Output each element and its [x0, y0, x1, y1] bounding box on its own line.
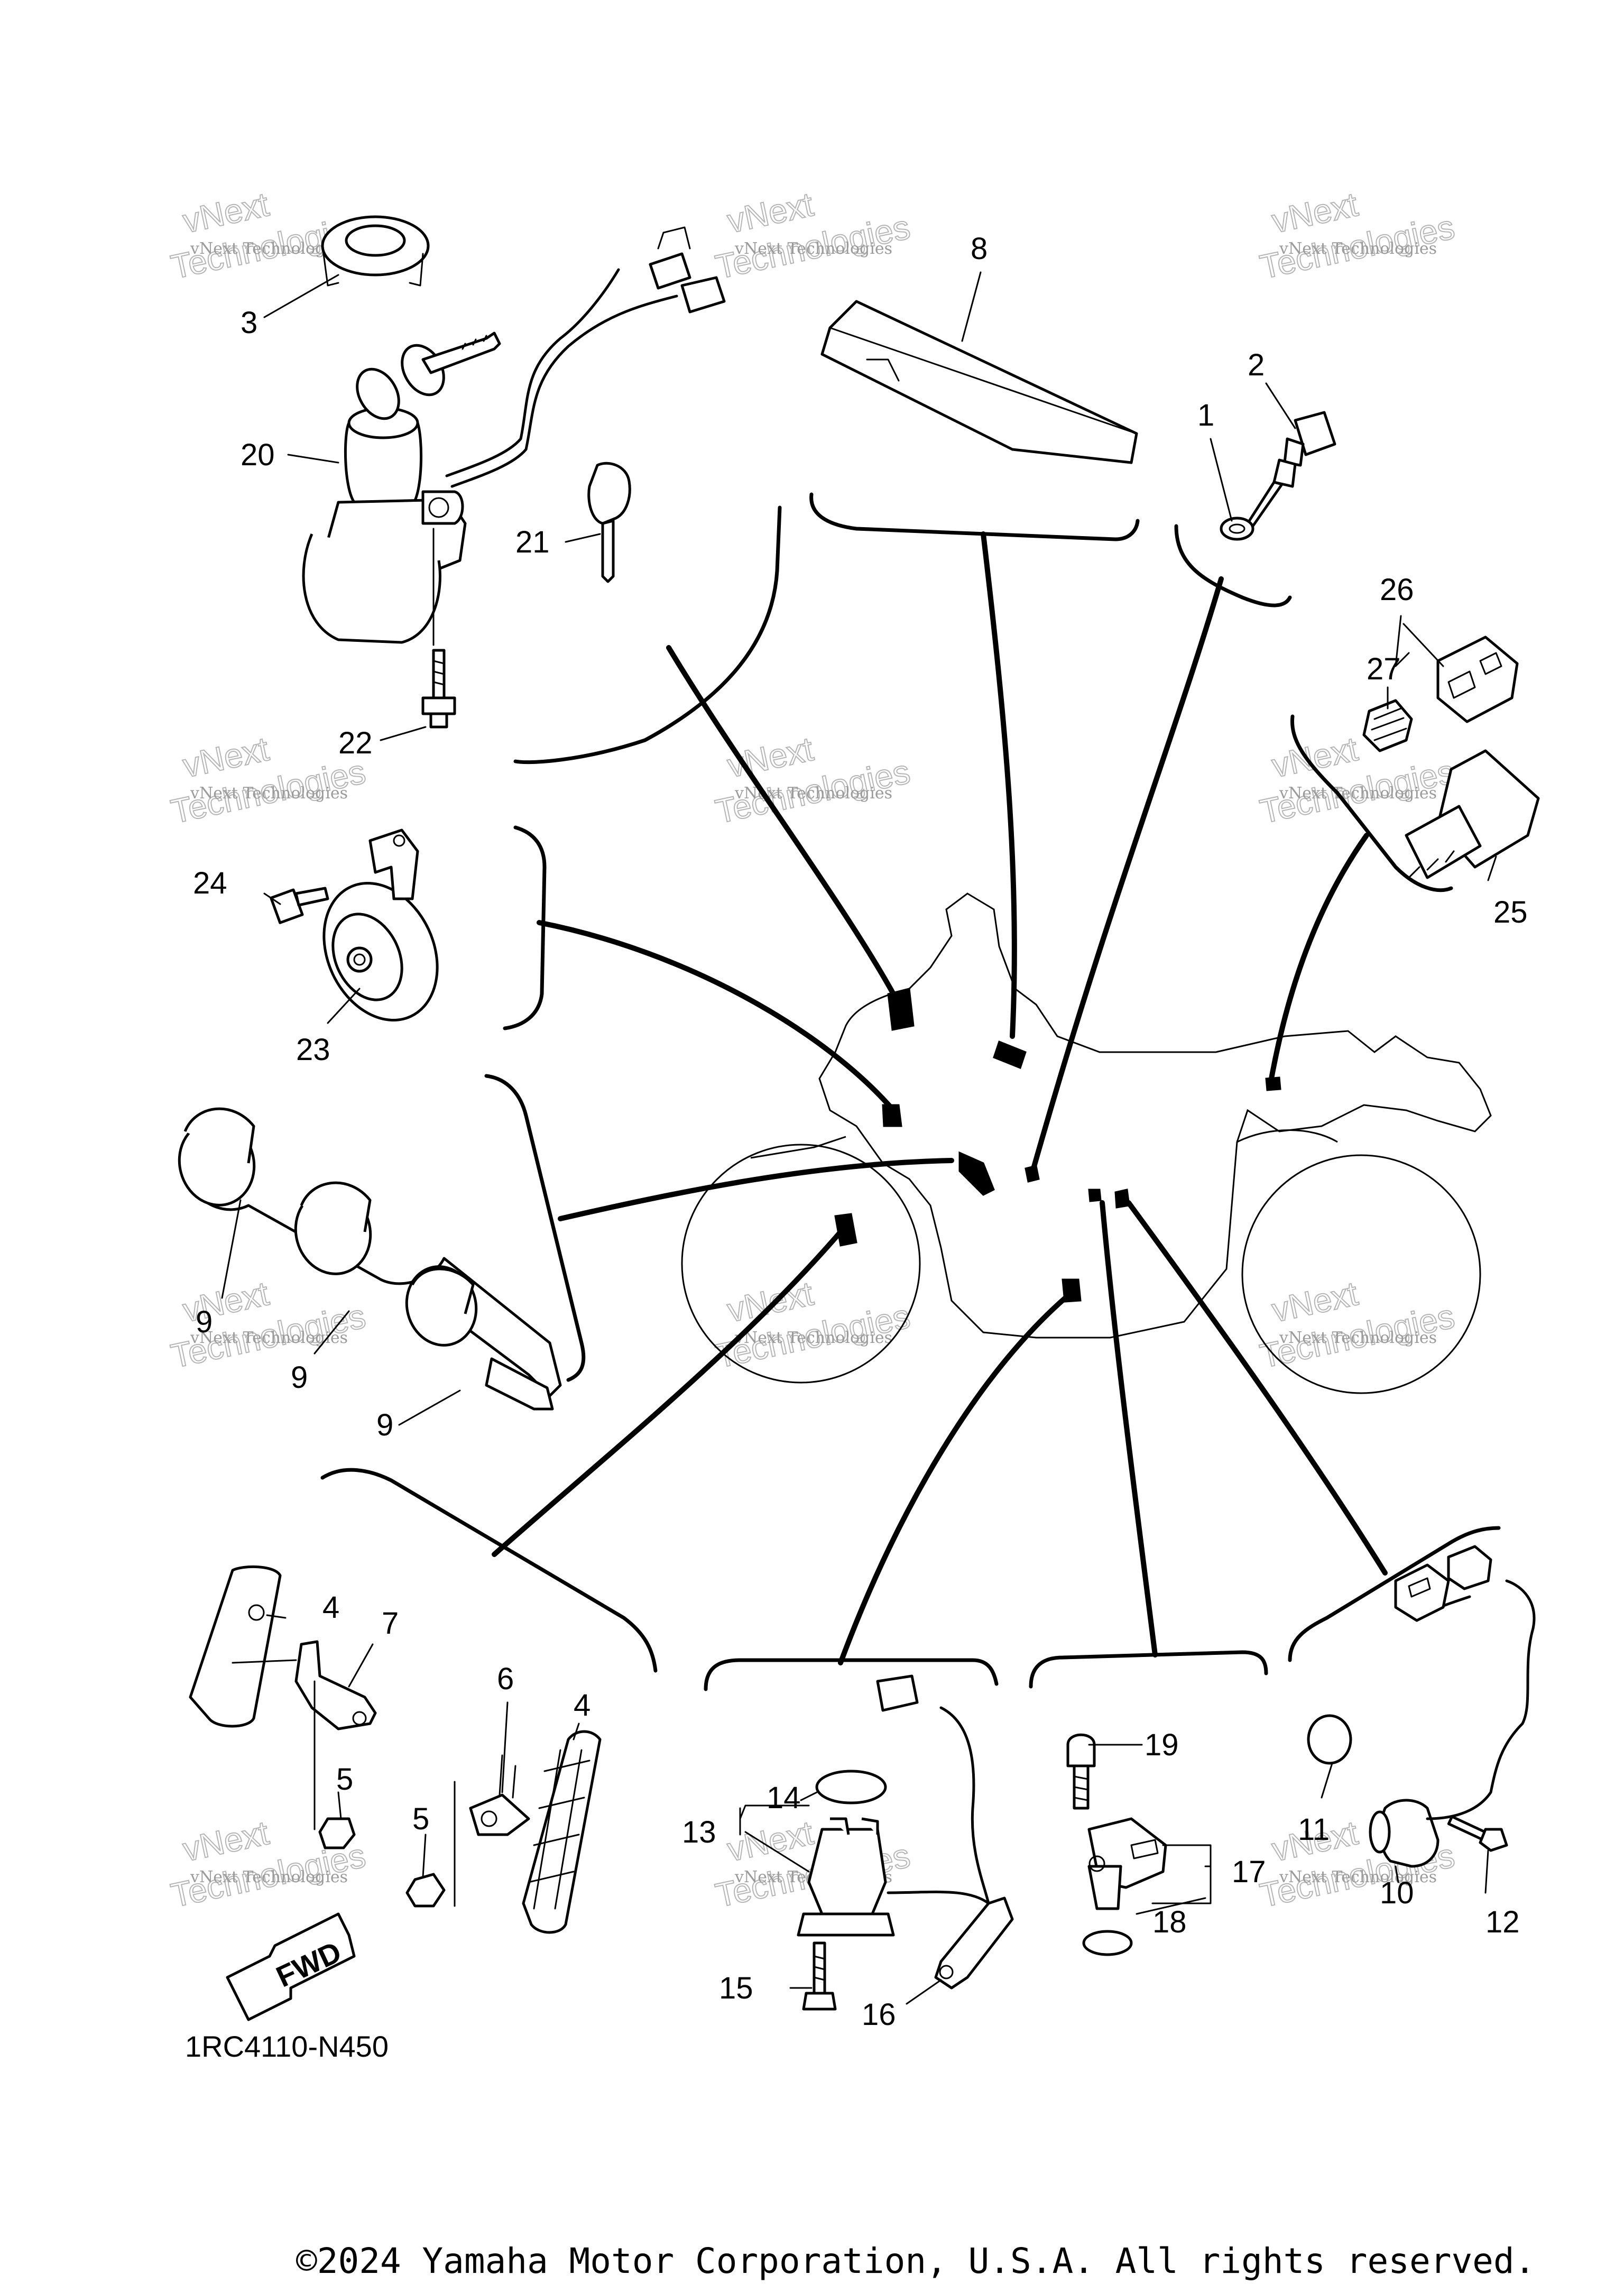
- callout-4a: 4: [322, 1590, 339, 1625]
- nut-5-left: [318, 1817, 356, 1849]
- motorcycle-outline: [681, 892, 1492, 1394]
- callout-26: 26: [1380, 573, 1414, 607]
- callout-9c: 9: [376, 1408, 393, 1442]
- group-brackets: [320, 492, 1501, 1691]
- speed-sensor-13: [797, 1674, 990, 1937]
- callout-12: 12: [1485, 1905, 1520, 1939]
- callout-21: 21: [515, 525, 550, 559]
- watermark-8: vNext Technologies vNext Technologies: [712, 1274, 914, 1376]
- callout-7: 7: [382, 1606, 399, 1641]
- bracket-7: [232, 1640, 377, 1830]
- svg-text:vNext Technologies: vNext Technologies: [1279, 240, 1437, 258]
- gasket-1: [1220, 517, 1254, 541]
- bolt-12: [1447, 1815, 1508, 1852]
- leader-lines: [492, 531, 1388, 1665]
- connector-10b: [1447, 1545, 1492, 1590]
- bolt-22: [421, 649, 456, 729]
- callout-numbers: 1 2 3 4 4 5 5 6 7 8 9 9 9 10 11 12 13 14…: [193, 232, 1528, 2032]
- bracket-16: [934, 1896, 1014, 1990]
- reflector-4-left: [189, 1565, 282, 1728]
- bike-connector-marks: [834, 988, 1281, 1303]
- callout-19: 19: [1145, 1728, 1179, 1762]
- callout-13: 13: [682, 1815, 716, 1849]
- diagram-code: 1RC4110-N450: [185, 2030, 389, 2063]
- svg-text:vNext Technologies: vNext Technologies: [734, 1329, 892, 1347]
- watermark-5: vNext Technologies vNext Technologies: [712, 729, 914, 831]
- callout-22: 22: [338, 726, 373, 760]
- callout-10: 10: [1380, 1876, 1414, 1910]
- callout-4b: 4: [574, 1688, 590, 1723]
- callout-25: 25: [1493, 895, 1528, 929]
- callout-3: 3: [241, 306, 257, 340]
- spare-key: [587, 462, 631, 583]
- callout-15: 15: [719, 1971, 753, 2005]
- nut-5-right: [405, 1873, 446, 1908]
- bolt-15: [802, 1941, 837, 2011]
- connector-26: [1436, 636, 1519, 723]
- copyright-notice: ©2024 Yamaha Motor Corporation, U.S.A. A…: [296, 2241, 1536, 2281]
- watermark-9: vNext Technologies vNext Technologies: [1256, 1274, 1458, 1376]
- callout-16: 16: [862, 1997, 896, 2032]
- bolt-24: [270, 887, 329, 924]
- callout-23: 23: [296, 1033, 330, 1067]
- sensor-2: [1246, 411, 1336, 528]
- callout-5b: 5: [412, 1802, 429, 1836]
- callout-9b: 9: [291, 1360, 308, 1395]
- callout-5a: 5: [336, 1762, 353, 1797]
- svg-text:vNext Technologies: vNext Technologies: [1279, 1329, 1437, 1347]
- fwd-arrow: FWD: [226, 1912, 356, 2021]
- callout-14: 14: [767, 1781, 801, 1815]
- svg-text:vNext Technologies: vNext Technologies: [1279, 1868, 1437, 1886]
- callout-27: 27: [1367, 652, 1401, 686]
- callout-20: 20: [241, 438, 275, 472]
- callout-11: 11: [1298, 1812, 1330, 1847]
- connector-10a: [1394, 1563, 1450, 1622]
- callout-2: 2: [1248, 348, 1265, 382]
- handlebar-switches: [178, 1107, 562, 1411]
- ecu-unit: [820, 300, 1138, 464]
- key-cover-ring: [321, 215, 430, 287]
- callout-17: 17: [1232, 1855, 1266, 1889]
- callout-1: 1: [1197, 398, 1214, 432]
- callout-18: 18: [1152, 1905, 1187, 1939]
- callout-6: 6: [497, 1662, 514, 1696]
- callout-9a: 9: [196, 1305, 213, 1339]
- callout-8: 8: [971, 232, 988, 266]
- svg-text:vNext Technologies: vNext Technologies: [190, 784, 348, 803]
- sensor-10: [1369, 1579, 1536, 1868]
- svg-text:vNext Technologies: vNext Technologies: [1279, 784, 1437, 803]
- o-ring-18: [1082, 1930, 1133, 1956]
- watermark-3: vNext Technologies vNext Technologies: [1256, 185, 1458, 287]
- bolt-19: [1066, 1733, 1096, 1810]
- svg-text:vNext Technologies: vNext Technologies: [190, 1868, 348, 1886]
- watermark-2: vNext Technologies vNext Technologies: [712, 185, 914, 287]
- svg-text:vNext Technologies: vNext Technologies: [734, 240, 892, 258]
- callout-24: 24: [193, 866, 227, 900]
- callout-leaders: [221, 271, 1497, 2005]
- reflector-4-right: [522, 1730, 602, 1934]
- horn-23: [322, 828, 439, 1021]
- relay-25: [1405, 749, 1540, 879]
- sensor-17: [1087, 1817, 1167, 1910]
- main-switch-assembly: [302, 226, 726, 646]
- svg-text:vNext Technologies: vNext Technologies: [190, 1329, 348, 1347]
- seal-27: [1362, 699, 1413, 752]
- o-ring-11: [1307, 1714, 1352, 1765]
- bracket-6: [454, 1754, 530, 1907]
- o-ring-14: [815, 1770, 887, 1804]
